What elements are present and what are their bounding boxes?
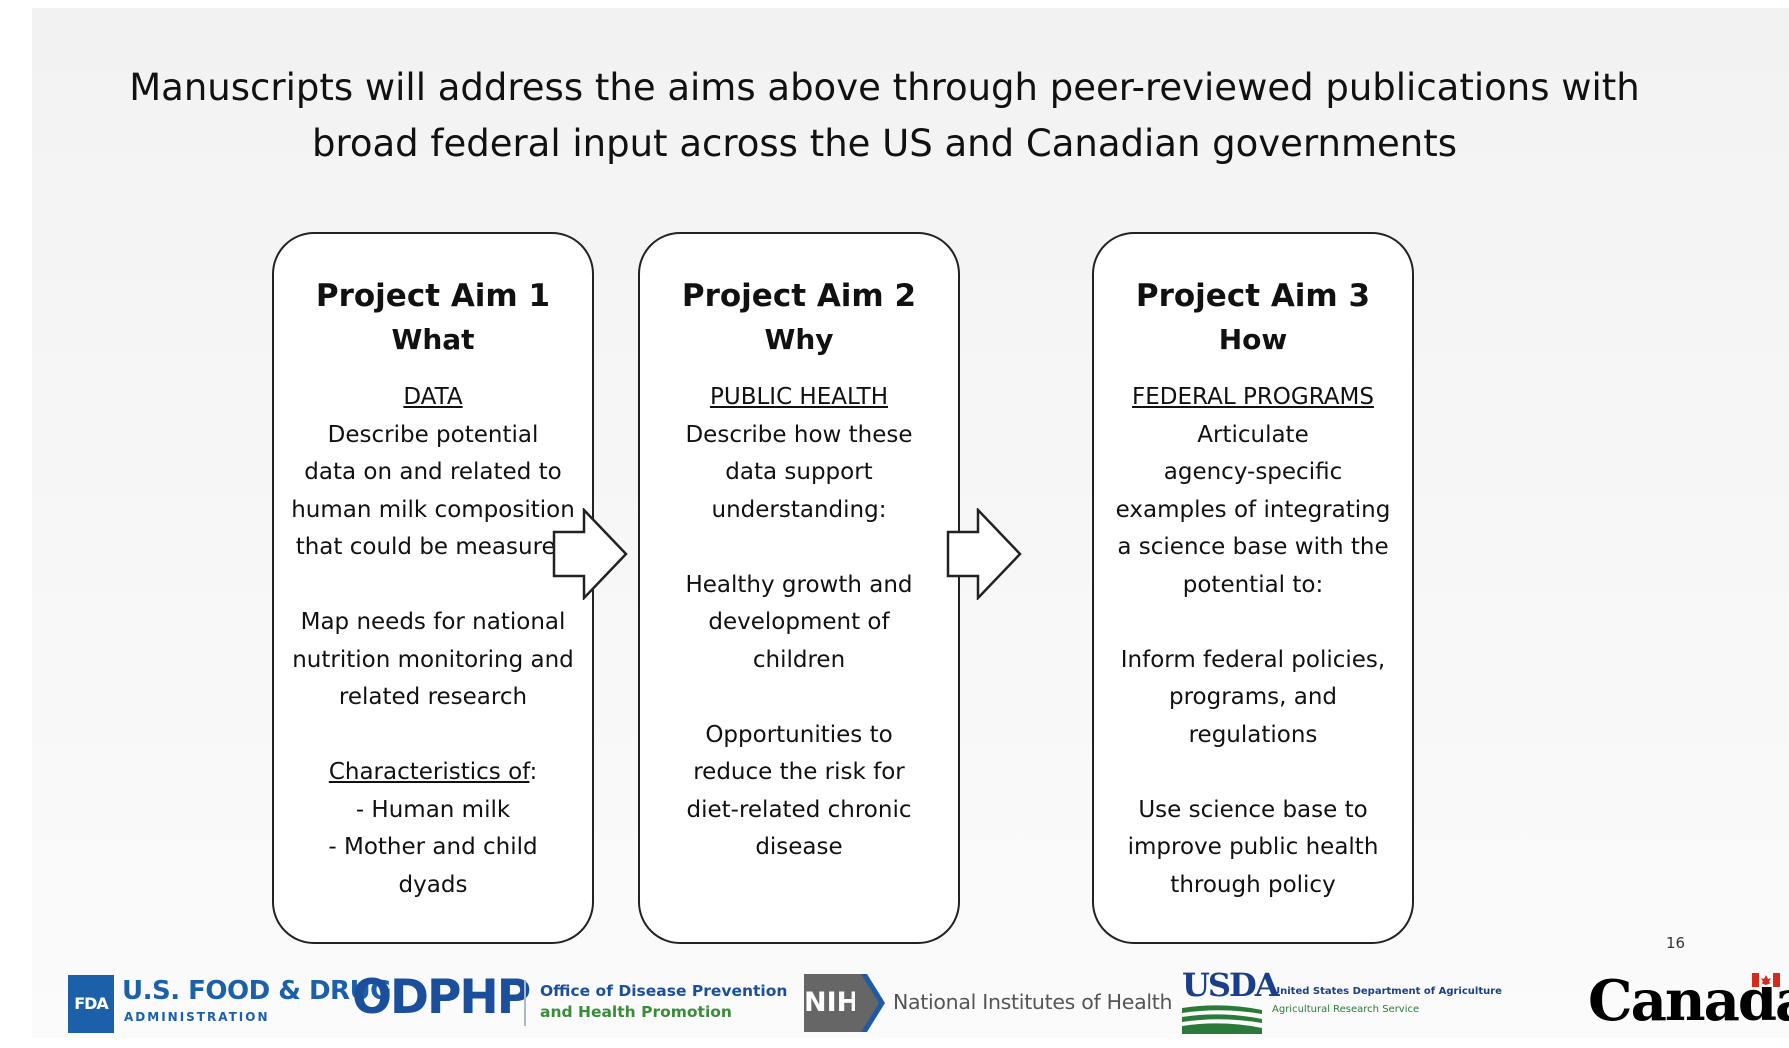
right-arrow-icon (552, 508, 628, 600)
aim-1-text-line: related research (338, 684, 528, 710)
aim-3-text-line: through policy (1170, 871, 1336, 898)
aim-2-text-line: data support (725, 459, 873, 485)
aim-1-text-line: that could be measured (295, 534, 571, 560)
aim-1-text-line: data on and related to (304, 459, 562, 485)
aim-1-characteristic-item: - Mother and child (328, 834, 538, 860)
right-arrow-icon (946, 508, 1022, 600)
usda-logo-mark: USDA (1182, 966, 1280, 1004)
aim-2-text-line: Healthy growth and (685, 571, 913, 598)
usda-field-icon (1182, 1005, 1262, 1034)
fda-logo-mark: FDA (68, 975, 114, 1033)
usda-logo-text-line-1: United States Department of Agriculture (1272, 986, 1502, 997)
aim-3-title: Project Aim 3 (1135, 278, 1371, 314)
page-number: 16 (1666, 934, 1686, 952)
aim-2-text-line: understanding: (711, 496, 887, 523)
aim-1-text-line: Describe potential (327, 421, 539, 448)
slide: Manuscripts will address the aims above … (32, 8, 1789, 1038)
aim-2-title: Project Aim 2 (681, 278, 917, 314)
aim-3-text-line: programs, and (1168, 684, 1338, 710)
canada-flag-icon (1752, 973, 1780, 987)
aim-2-body: PUBLIC HEALTH Describe how these data su… (640, 379, 958, 867)
fda-logo-subtext: ADMINISTRATION (124, 1010, 270, 1024)
aim-1-characteristics-heading: Characteristics of: (328, 759, 538, 785)
aim-2-text-line: Opportunities to (705, 721, 893, 748)
fda-logo-text: U.S. FOOD & DRUG (122, 976, 392, 1006)
aim-3-text-line: Use science base to (1138, 796, 1368, 823)
usda-logo-text-line-2: Agricultural Research Service (1272, 1004, 1420, 1015)
logo-bar: FDA U.S. FOOD & DRUG ADMINISTRATION ODPH… (32, 966, 1789, 1048)
aim-1-text-line: human milk composition (291, 496, 575, 523)
title-line-2: broad federal input across the US and Ca… (311, 122, 1457, 165)
aim-1-characteristic-item: - Human milk (355, 796, 511, 823)
aim-1-text-line: nutrition monitoring and (292, 646, 574, 673)
aim-3-box: Project Aim 3 How FEDERAL PROGRAMS Artic… (1092, 232, 1414, 944)
aim-2-text-line: Describe how these (685, 421, 913, 448)
odphp-logo-text-line-1: Office of Disease Prevention (540, 982, 788, 1000)
aim-3-body: FEDERAL PROGRAMS Articulate agency-speci… (1094, 379, 1412, 904)
aim-3-text-line: Articulate (1197, 421, 1309, 448)
aim-2-text-line: children (752, 646, 846, 673)
aim-1-box: Project Aim 1 What DATA Describe potenti… (272, 232, 594, 944)
title-line-1: Manuscripts will address the aims above … (129, 66, 1640, 109)
aim-3-text-line: Inform federal policies, (1120, 646, 1386, 673)
aim-3-subtitle: How (1218, 323, 1288, 356)
nih-logo-text: National Institutes of Health (893, 990, 1173, 1014)
aim-3-text-line: examples of integrating (1115, 496, 1391, 523)
aim-2-text-line: reduce the risk for (693, 759, 905, 785)
aim-2-text-line: diet-related chronic (686, 796, 912, 823)
nih-logo-mark: NIH (804, 974, 859, 1032)
aim-1-heading: DATA (403, 384, 463, 410)
aim-2-box: Project Aim 2 Why PUBLIC HEALTH Describe… (638, 232, 960, 944)
nih-chevron-icon (855, 974, 885, 1032)
aim-2-heading: PUBLIC HEALTH (709, 384, 888, 410)
aim-1-body: DATA Describe potential data on and rela… (274, 379, 592, 904)
aim-2-text-line: disease (755, 834, 843, 860)
odphp-logo-mark: ODPHP (352, 970, 531, 1025)
aim-3-text-line: improve public health (1127, 834, 1379, 860)
aim-3-heading: FEDERAL PROGRAMS (1132, 384, 1374, 410)
aim-1-subtitle: What (391, 323, 475, 356)
aim-1-title: Project Aim 1 (315, 278, 551, 314)
aim-3-text-line: agency-specific (1163, 459, 1343, 485)
aim-2-subtitle: Why (764, 323, 834, 356)
aim-3-text-line: potential to: (1182, 571, 1324, 598)
odphp-divider (524, 980, 526, 1026)
aim-1-text-line: Map needs for national (300, 609, 566, 635)
odphp-logo-text-line-2: and Health Promotion (540, 1003, 732, 1021)
aim-3-text-line: regulations (1188, 721, 1318, 748)
slide-title: Manuscripts will address the aims above … (32, 60, 1737, 172)
aim-3-text-line: a science base with the (1117, 534, 1389, 560)
aim-1-characteristic-item: dyads (398, 871, 468, 898)
aim-2-text-line: development of (708, 609, 890, 635)
